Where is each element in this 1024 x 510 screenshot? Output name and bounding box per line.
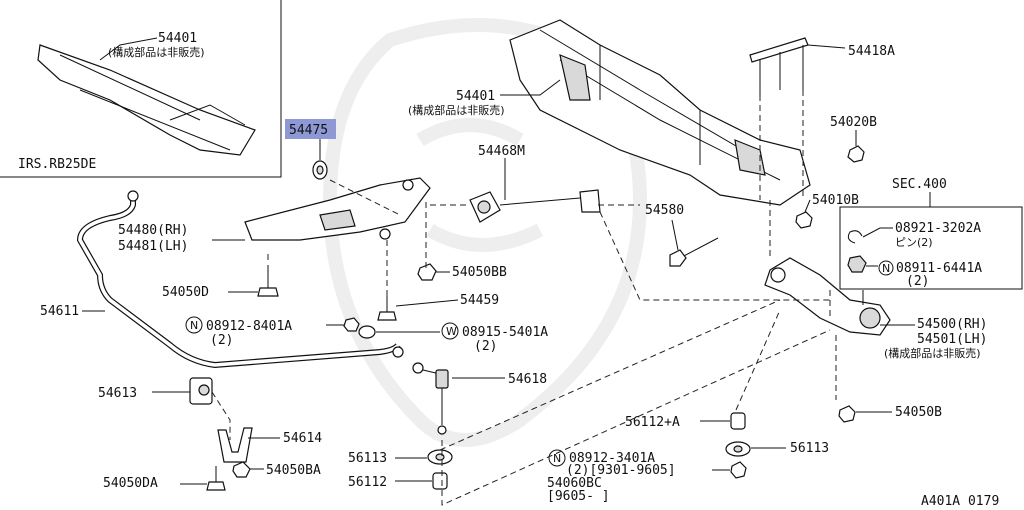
washer-symbol-w-letter: W (446, 325, 457, 338)
stabilizer-bar-54611 (76, 190, 404, 369)
bolt-54459 (377, 296, 397, 321)
label-54613: 54613 (98, 386, 137, 401)
sec400-box (839, 206, 1023, 290)
label-54050BA: 54050BA (266, 463, 321, 478)
inset-note: (構成部品は非販売) (108, 45, 205, 59)
label-54480: 54480(RH) (118, 223, 188, 238)
nut-symbol-n-8401-letter: N (190, 319, 198, 332)
bolt-54050DA (206, 466, 226, 491)
nut-symbol-n (878, 260, 894, 276)
label-54050B: 54050B (895, 405, 942, 420)
bushing-56112-left (432, 472, 448, 490)
washer-symbol-w (441, 322, 459, 340)
stud-plate-54418A (749, 37, 809, 95)
highlight-54475 (285, 119, 336, 139)
label-54500: 54500(RH) (917, 317, 987, 332)
label-08911: 08911-6441A (896, 261, 982, 276)
label-54618: 54618 (508, 372, 547, 387)
nut-symbol-n-letter: N (882, 262, 890, 275)
label-56112-left: 56112 (348, 475, 387, 490)
label-08912-3401-sub: (2)[9301-9605] (566, 463, 676, 478)
label-56113-right: 56113 (790, 441, 829, 456)
bolt-54580 (669, 237, 719, 267)
label-54475: 54475 (289, 123, 328, 138)
nut-symbol-n-8401 (185, 316, 203, 334)
label-54418A: 54418A (848, 44, 895, 59)
nut-08911 (847, 255, 867, 273)
label-54060BC: 54060BC (547, 476, 602, 491)
label-08912-3401: 08912-3401A (569, 451, 655, 466)
label-54501: 54501(LH) (917, 332, 987, 347)
label-54020B: 54020B (830, 115, 877, 130)
label-54468M: 54468M (478, 144, 525, 159)
guide-lines (267, 200, 831, 506)
label-54050BB: 54050BB (452, 265, 507, 280)
nut-54050BA (232, 461, 251, 478)
label-54060BC-date: [9605- ] (547, 489, 610, 504)
diagram-id: A401A 0179 (921, 494, 999, 509)
inset-part-number: 54401 (158, 31, 197, 46)
label-08915: 08915-5401A (462, 325, 548, 340)
link-54618 (412, 362, 449, 435)
washer-08915 (358, 325, 376, 339)
bushing-54475 (312, 160, 328, 180)
label-54580: 54580 (645, 203, 684, 218)
label-56113-left: 56113 (348, 451, 387, 466)
bracket-54480 (244, 177, 431, 241)
nut-08912-8401 (343, 317, 360, 332)
label-54010B: 54010B (812, 193, 859, 208)
bolt-54050D (257, 265, 279, 297)
label-54611: 54611 (40, 304, 79, 319)
nut-54050B (838, 405, 856, 423)
label-54459: 54459 (460, 293, 499, 308)
label-sec400: SEC.400 (892, 177, 947, 192)
label-54401-note: (構成部品は非販売) (408, 103, 505, 117)
label-54050DA: 54050DA (103, 476, 158, 491)
nut-symbol-n-3401 (548, 449, 566, 467)
inset-crossmember (37, 44, 256, 156)
label-08921: 08921-3202A (895, 221, 981, 236)
lower-arm-54500 (764, 257, 891, 336)
pin-part (847, 230, 863, 244)
label-54614: 54614 (283, 431, 322, 446)
clamp-54614 (217, 427, 253, 463)
label-08911-qty: (2) (906, 274, 929, 289)
label-08915-qty: (2) (474, 339, 497, 354)
bushing-56112A (730, 412, 746, 430)
inset-panel: 54401 (構成部品は非販売) IRS.RB25DE (0, 0, 282, 178)
bushing-54613 (189, 377, 213, 405)
label-54481: 54481(LH) (118, 239, 188, 254)
label-08921-sub: ピン(2) (895, 236, 933, 249)
nut-54010B (795, 211, 813, 229)
nut-08912-3401 (730, 461, 747, 479)
link-54468M (469, 189, 601, 223)
label-54500-note: (構成部品は非販売) (884, 346, 981, 360)
nut-symbol-n-3401-letter: N (553, 452, 561, 465)
label-08912-8401-qty: (2) (210, 333, 233, 348)
label-56112A: 56112+A (625, 415, 680, 430)
inset-title: IRS.RB25DE (18, 157, 96, 172)
crossmember-54401 (509, 19, 811, 206)
label-54050D: 54050D (162, 285, 209, 300)
label-08912-8401: 08912-8401A (206, 319, 292, 334)
nut-54050BB (417, 263, 437, 281)
nut-54020B (847, 145, 865, 163)
label-54401: 54401 (456, 89, 495, 104)
